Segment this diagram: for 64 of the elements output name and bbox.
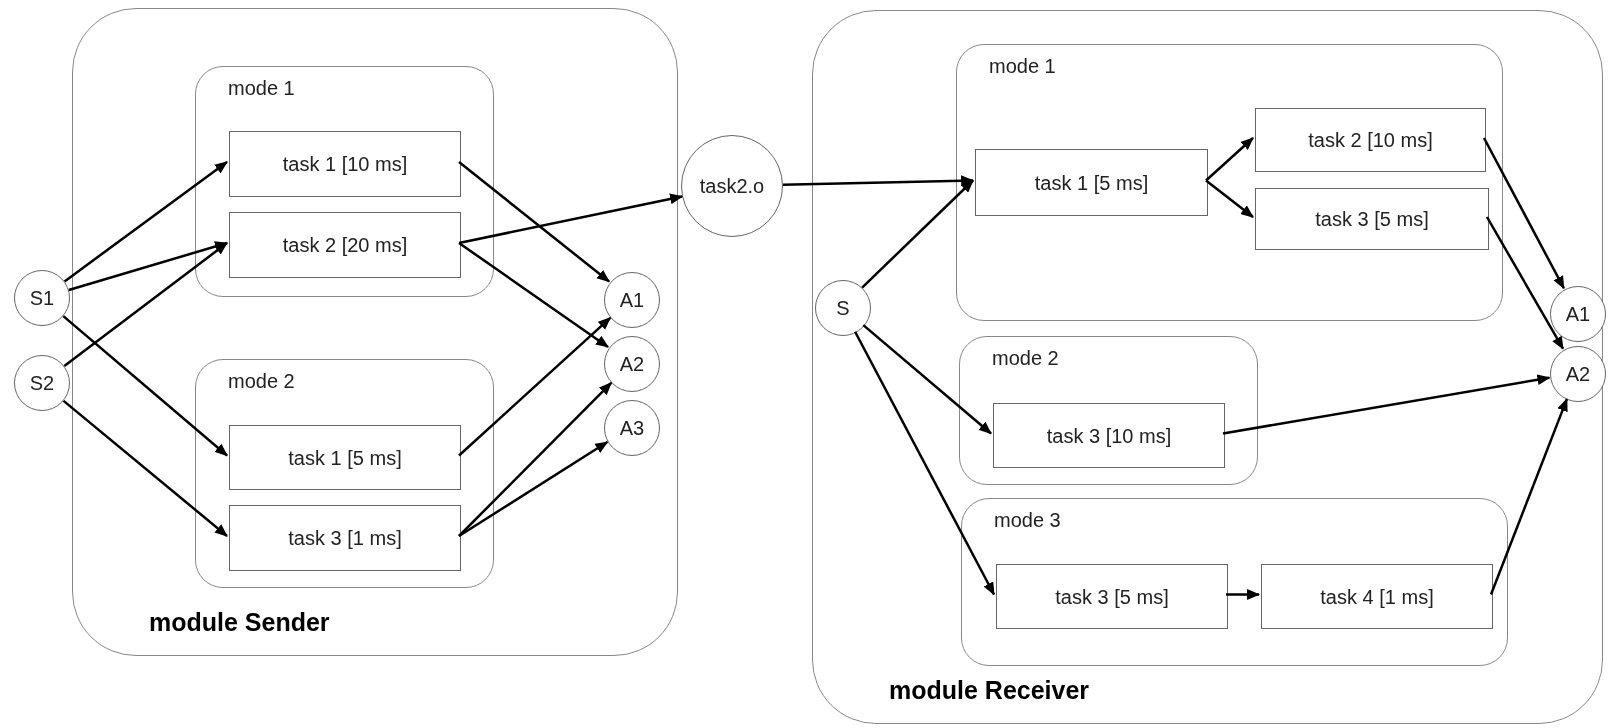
arrow <box>1482 137 1565 290</box>
port-label: A3 <box>619 416 645 441</box>
arrow <box>862 324 992 435</box>
task-box <box>229 505 461 571</box>
task-box <box>996 564 1228 629</box>
arrow <box>861 179 974 289</box>
mode-group <box>959 336 1258 485</box>
task-label: task 3 [5 ms] <box>1315 207 1429 232</box>
arrow <box>62 399 228 537</box>
port-label: S1 <box>29 286 55 311</box>
port-label: A2 <box>619 352 645 377</box>
arrow <box>458 241 609 348</box>
module-container <box>72 8 678 656</box>
task-box <box>229 425 461 490</box>
port-label: A1 <box>619 288 645 313</box>
module-container <box>812 10 1603 724</box>
arrow <box>782 175 975 187</box>
task-label: task 3 [1 ms] <box>288 526 402 551</box>
task-box <box>1255 188 1489 250</box>
arrow <box>458 193 684 245</box>
arrow <box>458 440 609 538</box>
task-label: task 3 [5 ms] <box>1055 584 1169 610</box>
task-label: task 2 [10 ms] <box>1308 128 1433 153</box>
task-box <box>1261 564 1493 629</box>
port-label: task2.o <box>699 174 765 199</box>
mode-label: mode 2 <box>992 346 1059 371</box>
arrow <box>1205 137 1254 182</box>
arrow <box>458 161 610 283</box>
mode-group <box>195 359 494 588</box>
task-box <box>993 403 1225 468</box>
mode-group <box>956 44 1503 321</box>
module-label: module Receiver <box>889 674 1090 706</box>
port-label: S2 <box>29 371 55 396</box>
task-box <box>229 131 461 197</box>
mode-label: mode 1 <box>989 54 1056 79</box>
task-box <box>975 149 1208 216</box>
mode-group <box>961 498 1508 666</box>
arrow <box>62 315 228 457</box>
mode-group <box>195 66 494 297</box>
task-label: task 4 [1 ms] <box>1320 584 1434 610</box>
arrow <box>1222 374 1551 435</box>
task-label: task 2 [20 ms] <box>282 233 408 258</box>
port-label: S <box>836 296 850 321</box>
arrow <box>68 241 229 292</box>
task-label: task 1 [10 ms] <box>282 152 408 177</box>
arrow <box>458 316 612 457</box>
module-label: module Sender <box>149 606 330 638</box>
port-label: A1 <box>1565 302 1591 327</box>
arrow <box>63 242 228 368</box>
arrow <box>458 381 613 537</box>
task-box <box>229 212 461 278</box>
mode-label: mode 2 <box>228 369 295 394</box>
task-label: task 1 [5 ms] <box>288 445 402 471</box>
mode-label: mode 3 <box>994 508 1061 533</box>
mode-label: mode 1 <box>228 76 295 101</box>
arrow <box>63 161 228 283</box>
arrow <box>1485 216 1565 350</box>
task-box <box>1255 108 1486 172</box>
task-label: task 3 [10 ms] <box>1046 423 1172 449</box>
arrow <box>1226 589 1261 600</box>
port-label: A2 <box>1565 362 1591 387</box>
arrow <box>1205 179 1254 218</box>
task-label: task 1 [5 ms] <box>1034 170 1149 196</box>
arrow <box>854 331 996 596</box>
